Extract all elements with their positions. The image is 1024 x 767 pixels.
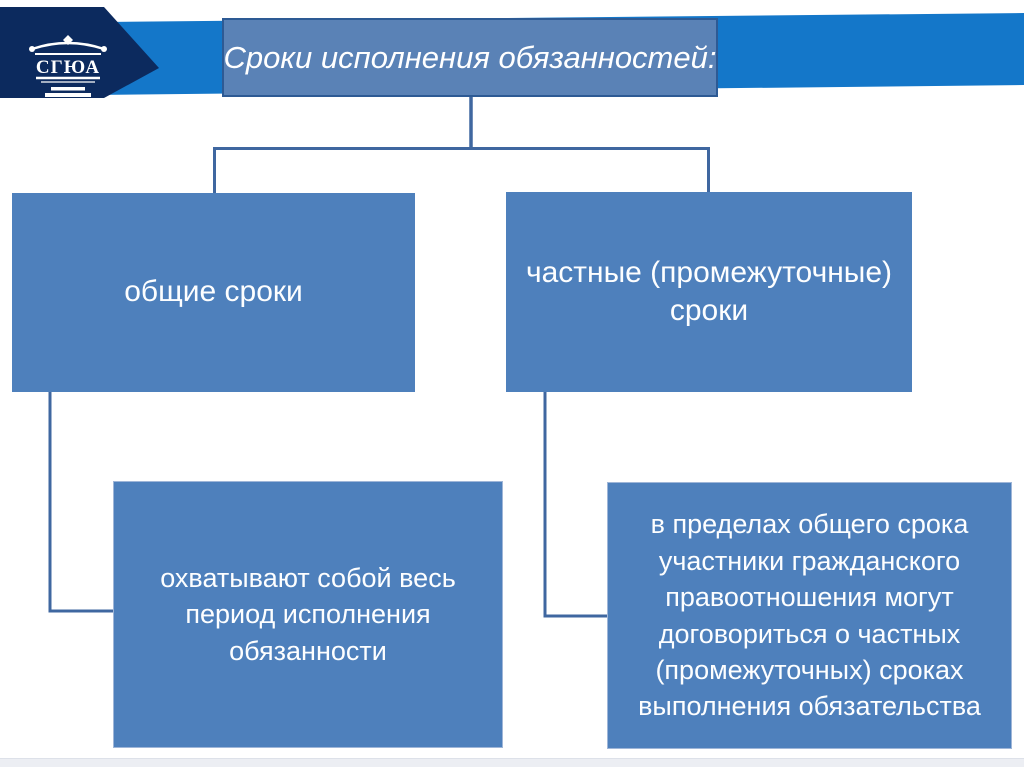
logo-base-step1 <box>51 87 85 91</box>
logo-volute-left <box>29 46 35 52</box>
university-logo: СГЮА <box>26 34 110 103</box>
connector-branch-tee <box>213 147 710 193</box>
node-label: общие сроки <box>124 275 303 309</box>
title-box: Сроки исполнения обязанностей: <box>222 18 718 97</box>
node-label: в пределах общего срока участники гражда… <box>638 509 981 722</box>
node-general-terms-detail: охватывают собой весь период исполнения … <box>113 481 503 748</box>
building-icon: СГЮА <box>29 35 107 97</box>
node-partial-terms-detail: в пределах общего срока участники гражда… <box>607 482 1012 749</box>
node-label: частные (промежуточные) сроки <box>525 255 893 327</box>
bottom-margin-strip <box>0 758 1024 767</box>
connector-right-elbow <box>543 392 607 618</box>
logo-pennant <box>0 7 159 98</box>
slide-title: Сроки исполнения обязанностей: <box>223 39 717 75</box>
node-label: охватывают собой весь период исполнения … <box>160 562 456 666</box>
logo-pediment <box>31 41 105 51</box>
connector-left-elbow <box>48 392 113 613</box>
logo-base-step2 <box>45 93 91 97</box>
node-partial-terms: частные (промежуточные) сроки <box>506 192 912 392</box>
node-general-terms: общие сроки <box>12 193 415 392</box>
logo-volute-right <box>101 46 107 52</box>
logo-text: СГЮА <box>36 57 100 78</box>
